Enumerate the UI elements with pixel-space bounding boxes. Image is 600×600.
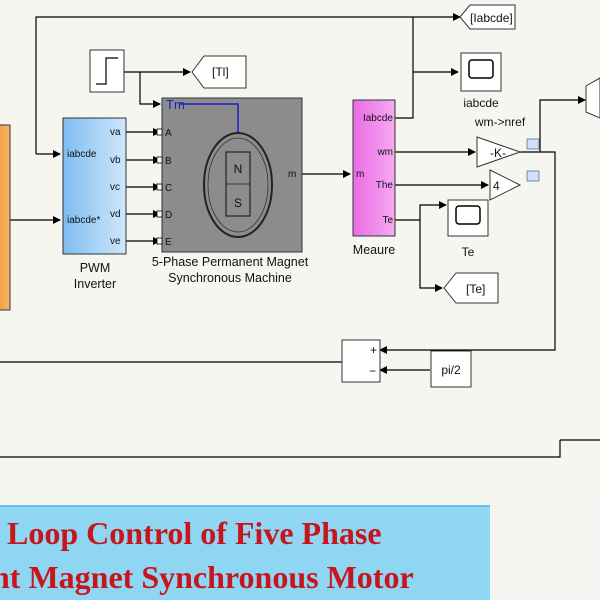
- scope-iabcde-label: iabcde: [463, 96, 499, 110]
- constant-block[interactable]: pi/2: [430, 350, 472, 388]
- goto-te[interactable]: [Te]: [443, 272, 499, 304]
- banner-title-line1: Loop Control of Five Phase: [7, 515, 382, 551]
- measure-port-the: The: [376, 180, 394, 191]
- inverter-name-line1: PWM: [80, 261, 111, 275]
- svg-text:[Iabcde]: [Iabcde]: [470, 11, 513, 25]
- gain-4-block[interactable]: 4: [489, 169, 540, 201]
- scope-iabcde[interactable]: [460, 52, 502, 92]
- svg-text:−: −: [369, 364, 376, 378]
- measure-block[interactable]: m Iabcde wm The Te: [352, 99, 396, 237]
- inverter-port-iabcde: iabcde: [67, 149, 97, 160]
- inverter-port-va: va: [110, 127, 121, 138]
- svg-text:[Tl]: [Tl]: [212, 65, 229, 79]
- machine-port-a: A: [165, 128, 172, 139]
- machine-port-m: m: [288, 169, 296, 180]
- machine-port-d: D: [165, 210, 172, 221]
- pmsm-machine-block[interactable]: N S Tm A B C D E m: [156, 97, 303, 253]
- svg-text:[Te]: [Te]: [466, 282, 485, 296]
- measure-port-iabcde: Iabcde: [363, 113, 393, 124]
- measure-port-wm: wm: [376, 147, 393, 158]
- svg-text:-K-: -K-: [490, 146, 506, 160]
- inverter-port-ve: ve: [110, 236, 121, 247]
- rotor-north-label: N: [234, 162, 243, 176]
- scope-te[interactable]: [447, 199, 489, 237]
- measure-port-m: m: [356, 169, 364, 180]
- machine-port-c: C: [165, 183, 172, 194]
- signal-lines: [0, 13, 600, 458]
- machine-port-e: E: [165, 237, 172, 248]
- title-banner: Loop Control of Five Phase nt Magnet Syn…: [0, 505, 490, 600]
- inverter-port-vb: vb: [110, 155, 121, 166]
- svg-text:4: 4: [493, 179, 500, 193]
- machine-name-line1: 5-Phase Permanent Magnet: [152, 255, 309, 269]
- inverter-port-vd: vd: [110, 209, 121, 220]
- output-partial-block[interactable]: [585, 77, 600, 119]
- inverter-port-iabcde-ref: iabcde*: [67, 215, 100, 226]
- machine-port-tm: Tm: [166, 97, 185, 112]
- rotor-south-label: S: [234, 196, 242, 210]
- machine-port-b: B: [165, 156, 172, 167]
- gain-k-label: wm->nref: [474, 115, 526, 129]
- machine-name-line2: Synchronous Machine: [168, 271, 292, 285]
- measure-port-te: Te: [382, 215, 393, 226]
- inverter-port-vc: vc: [110, 182, 120, 193]
- pwm-inverter-block[interactable]: iabcde iabcde* va vb vc vd ve: [62, 117, 127, 255]
- goto-tl[interactable]: [Tl]: [191, 55, 247, 89]
- banner-side-area: [490, 505, 600, 600]
- inverter-name-line2: Inverter: [74, 277, 116, 291]
- banner-title-line2: nt Magnet Synchronous Motor: [0, 559, 414, 595]
- scope-te-label: Te: [462, 245, 475, 259]
- goto-iabcde[interactable]: [Iabcde]: [459, 4, 516, 30]
- controller-block[interactable]: [0, 124, 11, 311]
- gain-k-block[interactable]: -K-: [476, 136, 540, 168]
- step-block[interactable]: [89, 49, 125, 93]
- measure-name: Meaure: [353, 243, 395, 257]
- svg-text:+: +: [370, 343, 377, 357]
- sum-block[interactable]: + −: [341, 339, 381, 383]
- svg-text:pi/2: pi/2: [441, 363, 461, 377]
